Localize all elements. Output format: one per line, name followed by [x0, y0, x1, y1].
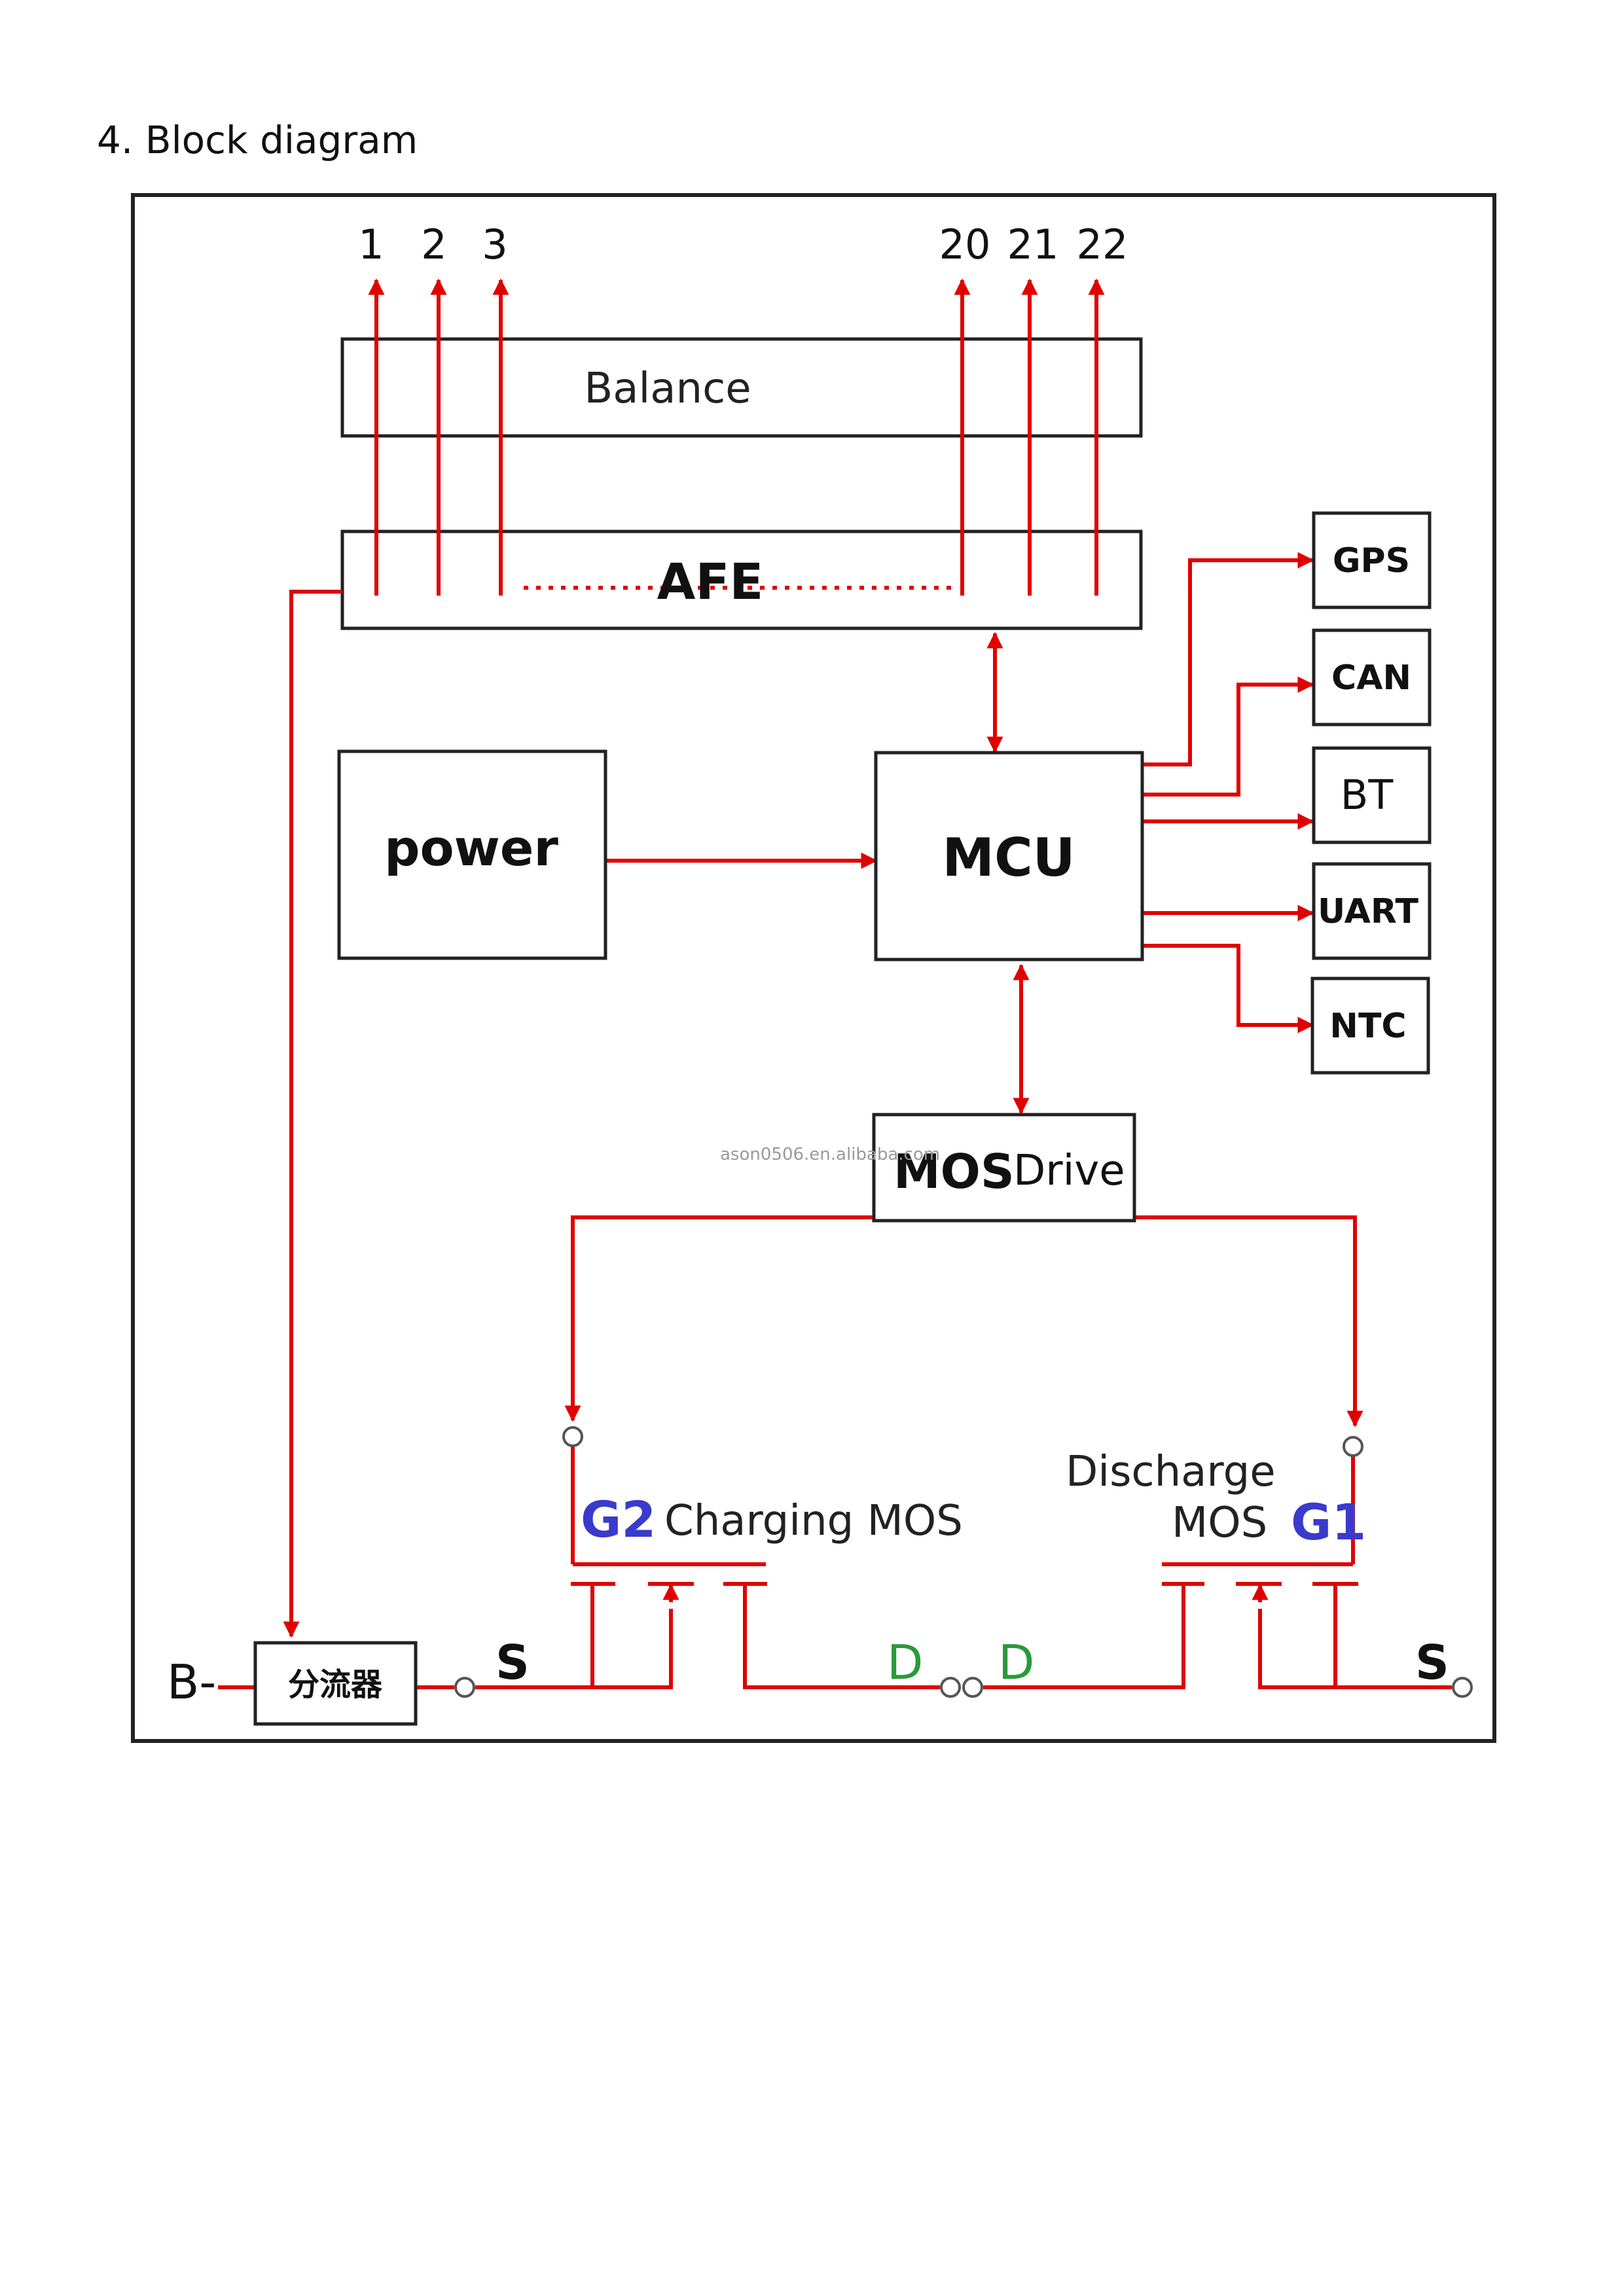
discharge-label-line1: Discharge — [1066, 1448, 1276, 1496]
mos-drive-label-rest: Drive — [1013, 1147, 1125, 1195]
discharge-mos-source — [1258, 1609, 1452, 1689]
drive-to-g2-line — [564, 1215, 874, 1422]
uart-label: UART — [1318, 892, 1419, 931]
g1-terminal — [1343, 1436, 1363, 1457]
d-right-label: D — [998, 1635, 1034, 1690]
g2-terminal — [562, 1426, 583, 1447]
s-right-label: S — [1415, 1635, 1449, 1690]
mos-drive-block — [872, 1113, 1136, 1223]
discharge-label-line2: MOS — [1172, 1499, 1267, 1547]
mcu-block — [874, 751, 1144, 961]
charging-mos-label: Charging MOS — [664, 1497, 963, 1545]
g2-label: G2 — [581, 1490, 656, 1549]
afe-block — [340, 529, 1143, 630]
cell-number-3: 3 — [482, 221, 507, 268]
mcu-to-gps-line — [1142, 552, 1314, 766]
shunt-block — [253, 1641, 418, 1726]
bt-block — [1312, 746, 1432, 844]
power-block — [337, 749, 607, 960]
discharge-mos-drain — [983, 1584, 1185, 1689]
balance-block — [340, 337, 1143, 438]
s-right-terminal — [1452, 1677, 1473, 1698]
s-left-terminal — [454, 1677, 475, 1698]
drive-to-g1-line — [1134, 1215, 1363, 1427]
gps-label: GPS — [1333, 541, 1410, 581]
watermark-text: ason0506.en.alibaba.com — [720, 1145, 940, 1164]
mcu-to-can-line — [1142, 676, 1314, 797]
shunt-label: 分流器 — [288, 1666, 383, 1703]
b-minus-label: B- — [167, 1655, 216, 1710]
cell-number-2: 2 — [421, 221, 446, 268]
afe-to-shunt-line — [283, 590, 342, 1638]
power-label: power — [384, 819, 558, 877]
afe-label: AFE — [657, 552, 764, 611]
cell-number-20: 20 — [939, 221, 991, 268]
bt-label: BT — [1341, 771, 1394, 819]
diagram-frame — [131, 193, 1496, 1743]
gps-block — [1312, 511, 1432, 609]
cell-number-1: 1 — [358, 221, 384, 268]
balance-label: Balance — [584, 365, 751, 413]
g1-label: G1 — [1291, 1493, 1366, 1551]
ntc-block — [1310, 977, 1430, 1075]
s-left-label: S — [496, 1635, 530, 1690]
can-label: CAN — [1331, 658, 1411, 698]
cell-number-22: 22 — [1077, 221, 1128, 268]
mcu-to-ntc-line — [1142, 944, 1314, 1033]
d-left-label: D — [887, 1635, 923, 1690]
charging-mos-source — [475, 1609, 673, 1689]
mcu-label: MCU — [942, 827, 1075, 888]
mos-drive-label-bold: MOS — [893, 1144, 1015, 1199]
can-block — [1312, 628, 1432, 726]
section-heading: 4. Block diagram — [97, 118, 418, 162]
cell-number-21: 21 — [1007, 221, 1059, 268]
d-right-terminal — [962, 1677, 983, 1698]
d-left-terminal — [940, 1677, 961, 1698]
uart-block — [1312, 862, 1432, 960]
ntc-label: NTC — [1329, 1007, 1406, 1046]
charging-mos-drain — [743, 1584, 940, 1689]
